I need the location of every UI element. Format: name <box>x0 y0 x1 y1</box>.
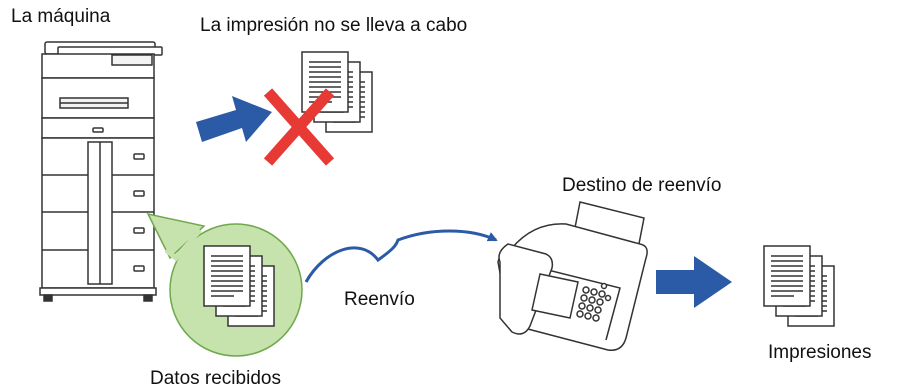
fax-machine-icon <box>497 201 648 351</box>
prints-label: Impresiones <box>768 342 872 363</box>
red-cross-icon <box>263 88 335 166</box>
machine-label: La máquina <box>11 6 111 27</box>
received-data-label: Datos recibidos <box>150 368 281 389</box>
blue-arrow-icon <box>196 96 272 142</box>
forward-arrow-icon <box>304 229 498 283</box>
destination-label: Destino de reenvío <box>562 175 722 196</box>
forward-label: Reenvío <box>344 289 415 310</box>
no-print-label: La impresión no se lleva a cabo <box>200 15 468 36</box>
blue-arrow-icon <box>656 256 732 308</box>
multifunction-printer-icon <box>39 41 163 302</box>
document-stack-icon <box>764 246 834 326</box>
received-data-bubble <box>146 212 303 357</box>
